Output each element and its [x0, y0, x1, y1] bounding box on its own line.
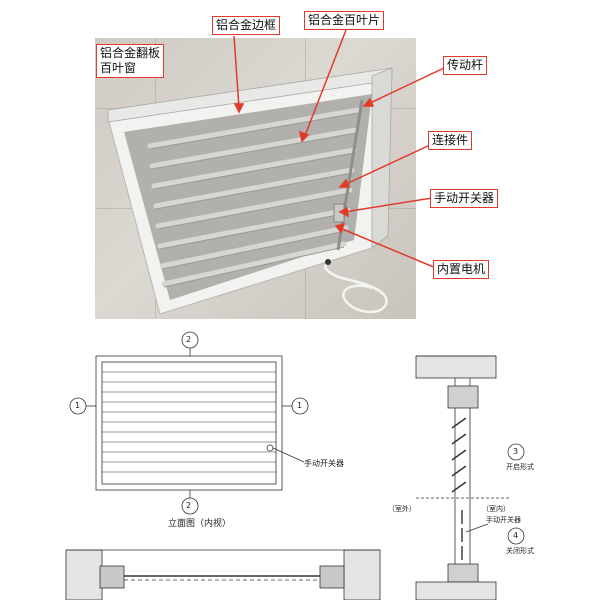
louver-window: [107, 67, 393, 315]
callout-product: 铝合金翻板 百叶窗: [96, 44, 165, 78]
elevation-markers: [69, 331, 309, 515]
elevation-caption: 立面图（内视）: [168, 519, 232, 529]
section-open-marker: 3: [513, 447, 519, 456]
section-open-label: 开启形式: [506, 463, 534, 471]
blades: [147, 107, 361, 287]
section-closed-label: 关闭形式: [506, 547, 534, 555]
section-closed-marker: 4: [513, 531, 519, 540]
elevation-switch-label: 手动开关器: [304, 459, 344, 468]
elevation-slats: [102, 371, 276, 473]
callout-arrows: [233, 29, 445, 269]
elevation-drawing: [86, 348, 305, 498]
callout-connector: 连接件: [428, 131, 473, 150]
callout-product-line2: 百叶窗: [100, 61, 137, 75]
section-blades: [451, 417, 467, 493]
callout-blade: 铝合金百叶片: [304, 11, 385, 30]
callout-manual-switch: 手动开关器: [430, 189, 499, 208]
marker-right-number: 1: [297, 401, 303, 410]
callout-motor: 内置电机: [433, 260, 490, 279]
marker-bottom-number: 2: [186, 501, 192, 510]
callout-frame: 铝合金边框: [212, 16, 281, 35]
cable-plug: [325, 259, 331, 265]
section-drawing: [415, 355, 510, 600]
section-outdoor-label: （室外）: [388, 505, 416, 513]
callout-product-line1: 铝合金翻板: [100, 46, 161, 60]
marker-left-number: 1: [75, 401, 81, 410]
marker-top-number: 2: [186, 335, 192, 344]
plan-section-drawing: [65, 549, 381, 600]
callout-rod: 传动杆: [443, 56, 488, 75]
section-indoor-label: （室内）: [482, 505, 510, 513]
power-cable: [324, 260, 388, 314]
section-switch-label: 手动开关器: [486, 516, 521, 524]
section-markers: [507, 443, 525, 545]
